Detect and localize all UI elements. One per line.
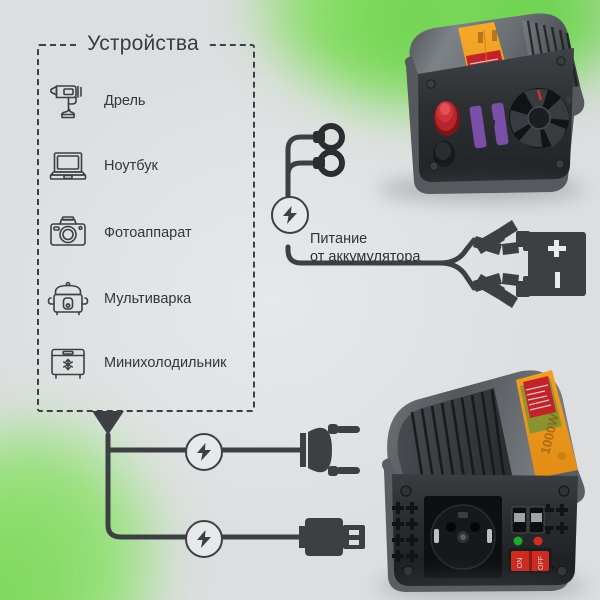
multicooker-icon <box>46 278 90 320</box>
lightning-bolt-icon <box>283 206 297 224</box>
mini-fridge-icon <box>46 342 90 384</box>
camera-icon <box>46 212 90 254</box>
led-green <box>513 536 523 546</box>
bolt-badge-usb <box>185 520 223 558</box>
device-row-laptop: Ноутбук <box>46 145 158 187</box>
car-battery <box>523 232 586 296</box>
battery-clamp-negative <box>473 273 530 308</box>
svg-text:ON: ON <box>517 558 524 569</box>
ring-terminal-negative <box>313 149 345 177</box>
device-label: Фотоаппарат <box>104 225 192 241</box>
devices-panel-arrow <box>92 411 124 435</box>
lightning-bolt-icon <box>197 530 211 548</box>
device-row-multicooker: Мультиварка <box>46 278 191 320</box>
device-label: Ноутбук <box>104 158 158 174</box>
inverter-top <box>372 8 592 206</box>
usb-plug <box>299 518 365 556</box>
bolt-badge-socket <box>185 433 223 471</box>
devices-title-background <box>78 30 208 60</box>
device-label: Мультиварка <box>104 291 192 307</box>
drill-icon <box>46 80 90 122</box>
svg-text:OFF: OFF <box>538 556 545 570</box>
ac-outlet-schuko <box>424 496 502 578</box>
device-row-drill: Дрель <box>46 80 145 122</box>
power-switch: ON OFF <box>508 548 552 574</box>
device-label: Дрель <box>104 93 146 109</box>
bolt-badge-battery <box>271 196 309 234</box>
usb-port-2 <box>528 506 545 534</box>
usb-port-1 <box>511 506 528 534</box>
device-row-mini-fridge: Минихолодильник <box>46 342 227 384</box>
battery-power-label: Питание от аккумулятора <box>310 231 421 265</box>
ring-terminal-positive <box>313 123 345 151</box>
battery-clamp-positive <box>473 220 530 255</box>
led-red <box>533 536 543 546</box>
lightning-bolt-icon <box>197 443 211 461</box>
device-row-camera: Фотоаппарат <box>46 212 192 254</box>
ac-plug <box>300 424 360 476</box>
device-label: Минихолодильник <box>104 355 227 371</box>
inverter-bottom: 1000W <box>366 352 600 600</box>
laptop-icon <box>46 145 90 187</box>
devices-panel-title: Устройства <box>87 32 199 55</box>
